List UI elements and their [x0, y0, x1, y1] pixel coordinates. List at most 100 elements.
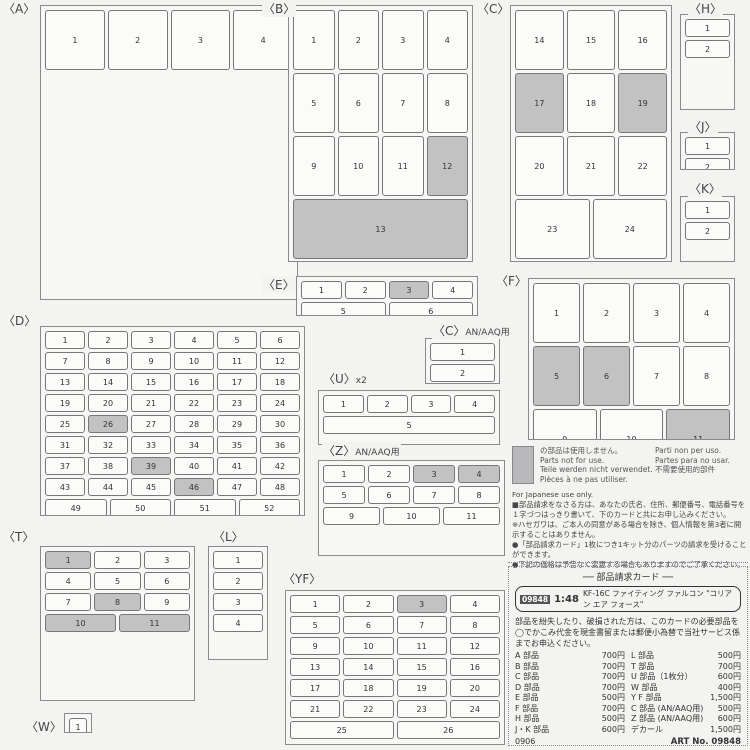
part-d-36: 36	[260, 436, 300, 454]
sprue-label-h: 〈H〉	[688, 0, 724, 17]
part-d-9: 9	[131, 352, 171, 370]
price-row: D 部品 700円	[515, 683, 625, 694]
part-t-5: 5	[94, 572, 141, 590]
sprue-label-c: 〈C〉	[476, 0, 511, 17]
part-j-1: 1	[685, 137, 730, 155]
part-yf-13: 13	[290, 658, 341, 676]
part-f-11: 11	[666, 409, 731, 439]
note-title: For Japanese use only.	[512, 490, 594, 499]
art-number: ART No. 09848	[670, 737, 741, 747]
price-row: U 部品（1枚分）600円	[631, 672, 741, 683]
sprue-label-yf: 〈YF〉	[282, 570, 323, 587]
part-d-3: 3	[131, 331, 171, 349]
part-d-14: 14	[88, 373, 128, 391]
price-value: 700円	[601, 703, 625, 713]
part-z-6: 6	[368, 486, 410, 504]
japanese-note: For Japanese use only. ■部品請求をなさる方は、あなたの氏…	[512, 490, 747, 570]
part-yf-11: 11	[396, 637, 447, 655]
sprue-letter: 〈YF〉	[283, 572, 322, 586]
part-d-27: 27	[131, 415, 171, 433]
part-d-21: 21	[131, 394, 171, 412]
part-yf-15: 15	[396, 658, 447, 676]
part-d-17: 17	[217, 373, 257, 391]
part-k-2: 2	[685, 222, 730, 240]
sprue-letter: 〈W〉	[26, 720, 62, 734]
part-c-23: 23	[515, 199, 590, 259]
part-d-37: 37	[45, 457, 85, 475]
part-d-6: 6	[260, 331, 300, 349]
part-l-3: 3	[213, 593, 263, 611]
price-part: D 部品	[515, 682, 540, 692]
part-u-4: 4	[454, 395, 495, 413]
part-yf-26: 26	[396, 721, 500, 739]
cut-line	[508, 562, 748, 563]
part-d-25: 25	[45, 415, 85, 433]
legend-it: Parti non per uso.	[655, 446, 722, 455]
price-value: 700円	[601, 651, 625, 660]
price-value: 700円	[601, 682, 625, 692]
part-c-15: 15	[566, 10, 616, 70]
price-row: C 部品 (AN/AAQ用)500円	[631, 704, 741, 715]
product-banner: 09848 1:48 KF-16C ファイティング ファルコン "コリアン エア…	[515, 586, 741, 612]
part-h-1: 1	[685, 19, 730, 37]
price-part: F 部品	[515, 703, 539, 713]
part-c-19: 19	[618, 73, 668, 133]
part-b-9: 9	[293, 136, 335, 196]
price-value: 500円	[717, 703, 741, 713]
sprue-letter: 〈F〉	[496, 274, 527, 288]
part-yf-22: 22	[343, 700, 394, 718]
sprue-label-e: 〈E〉	[262, 276, 296, 293]
part-d-43: 43	[45, 478, 85, 496]
note-line: ●「部品請求カード」1枚につき1キット分のパーツの請求を受けることができます。	[512, 540, 747, 559]
part-d-39: 39	[131, 457, 171, 475]
part-yf-24: 24	[449, 700, 500, 718]
legend-en: Parts not for use.	[540, 455, 605, 465]
part-d-32: 32	[88, 436, 128, 454]
part-d-13: 13	[45, 373, 85, 391]
part-z-11: 11	[443, 507, 500, 525]
part-yf-18: 18	[343, 679, 394, 697]
sprue-label-z: 〈Z〉AN/AAQ用	[322, 442, 401, 459]
sprue-j: 123	[680, 132, 735, 170]
part-d-35: 35	[217, 436, 257, 454]
sprue-sub: x2	[355, 376, 367, 386]
sprue-sub: AN/AAQ用	[355, 448, 400, 458]
card-body: 部品を紛失したり、破損された方は、このカードの必要部品を◯でかこみ代金を現金書留…	[515, 617, 740, 648]
part-yf-10: 10	[343, 637, 394, 655]
part-a-4: 4	[233, 10, 293, 70]
part-yf-23: 23	[396, 700, 447, 718]
part-e-1: 1	[301, 281, 342, 299]
legend-fr: Pièces à ne pas utiliser.	[540, 474, 628, 484]
price-part: デカール	[631, 724, 663, 734]
part-e-3: 3	[388, 281, 430, 299]
price-value: 1,500円	[710, 724, 741, 734]
part-f-3: 3	[633, 283, 680, 343]
sprue-label-j: 〈J〉	[688, 118, 718, 135]
price-row: Z 部品 (AN/AAQ用)600円	[631, 714, 741, 725]
part-f-7: 7	[633, 346, 680, 406]
price-row: F 部品 700円	[515, 704, 625, 715]
part-yf-7: 7	[396, 616, 447, 634]
part-d-49: 49	[45, 499, 107, 515]
sprue-label-d: 〈D〉	[2, 312, 38, 329]
part-d-15: 15	[131, 373, 171, 391]
part-t-10: 10	[45, 614, 116, 632]
part-b-12: 12	[426, 136, 468, 196]
part-d-8: 8	[88, 352, 128, 370]
part-f-2: 2	[583, 283, 630, 343]
part-yf-2: 2	[343, 595, 394, 613]
price-part: U 部品（1枚分）	[631, 672, 693, 681]
sprue-label-l: 〈L〉	[212, 528, 245, 545]
price-part: H 部品	[515, 714, 540, 723]
card-title: ── 部品請求カード ──	[582, 573, 674, 583]
part-can-1: 1	[430, 343, 495, 361]
part-f-9: 9	[533, 409, 597, 439]
